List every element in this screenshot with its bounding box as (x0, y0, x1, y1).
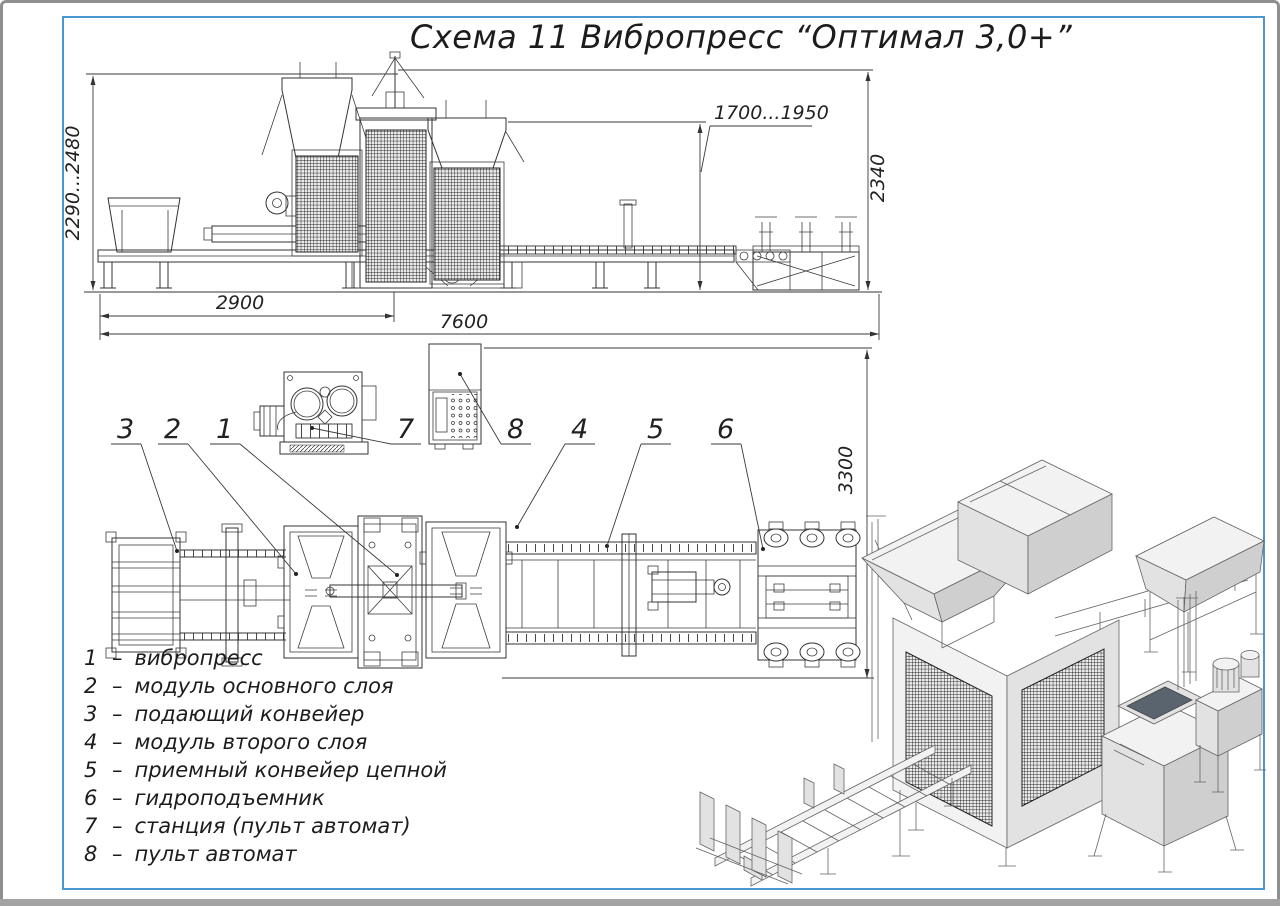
legend-item-label: подающий конвейер (134, 702, 365, 726)
legend-item-2: 2–модуль основного слоя (84, 674, 447, 702)
legend-item-number: 4 (84, 730, 98, 754)
legend-item-dash: – (112, 730, 123, 754)
window-bottom-edge (0, 899, 1280, 906)
dim-label-right-height: 2340 (867, 154, 889, 202)
legend-item-label: пульт автомат (134, 842, 297, 866)
legend-item-number: 5 (84, 758, 98, 782)
legend-item-label: станция (пульт автомат) (134, 814, 411, 838)
callout-8: 8 (507, 414, 524, 445)
callout-5: 5 (647, 414, 664, 445)
legend-item-dash: – (112, 702, 123, 726)
legend-item-dash: – (112, 814, 123, 838)
legend-item-dash: – (112, 758, 123, 782)
legend-item-number: 6 (84, 786, 98, 810)
drawing-title: Схема 11 Вибропресс “Оптимал 3,0+” (410, 18, 1073, 56)
dim-label-overall-height: 2290...2480 (62, 126, 84, 241)
legend-item-5: 5–приемный конвейер цепной (84, 758, 447, 786)
callout-6: 6 (717, 414, 734, 445)
side-elevation-view (84, 51, 882, 293)
callout-4: 4 (571, 414, 588, 445)
callout-1: 1 (216, 414, 233, 445)
blueprint-border (62, 16, 1265, 890)
dim-label-base-length: 2900 (216, 292, 264, 314)
dim-label-work-height: 1700...1950 (714, 102, 829, 124)
legend-item-number: 2 (84, 674, 98, 698)
legend-item-dash: – (112, 842, 123, 866)
callout-2: 2 (164, 414, 181, 445)
legend-item-dash: – (112, 786, 123, 810)
legend-item-label: модуль основного слоя (134, 674, 394, 698)
isometric-view (695, 459, 1266, 887)
legend-item-label: приемный конвейер цепной (134, 758, 447, 782)
hydraulic-station-detail (253, 371, 377, 455)
legend-item-3: 3–подающий конвейер (84, 702, 447, 730)
side-view-dimensions: 2290...2480 2340 1700...1950 2900 7600 (62, 69, 889, 340)
legend-item-4: 4–модуль второго слоя (84, 730, 447, 758)
legend-item-dash: – (112, 646, 123, 670)
legend-item-number: 3 (84, 702, 98, 726)
dim-label-plan-width: 3300 (835, 446, 857, 494)
legend-item-number: 8 (84, 842, 98, 866)
legend-item-6: 6–гидроподъемник (84, 786, 447, 814)
legend-item-label: модуль второго слоя (134, 730, 368, 754)
plan-width-dimension: 3300 (484, 347, 874, 679)
callout-row: 3 2 1 7 8 4 5 6 (111, 372, 765, 577)
callout-3: 3 (117, 414, 134, 445)
legend-item-7: 7–станция (пульт автомат) (84, 814, 447, 842)
legend-item-number: 7 (84, 814, 98, 838)
legend: 1–вибропресс 2–модуль основного слоя 3–п… (84, 646, 447, 870)
legend-item-8: 8–пульт автомат (84, 842, 447, 870)
legend-item-1: 1–вибропресс (84, 646, 447, 674)
plan-view (105, 515, 861, 669)
legend-item-number: 1 (84, 646, 98, 670)
callout-7: 7 (397, 414, 414, 445)
dim-label-total-length: 7600 (440, 311, 488, 333)
control-panel-detail (428, 343, 482, 450)
legend-item-label: гидроподъемник (134, 786, 325, 810)
legend-item-label: вибропресс (134, 646, 263, 670)
legend-item-dash: – (112, 674, 123, 698)
